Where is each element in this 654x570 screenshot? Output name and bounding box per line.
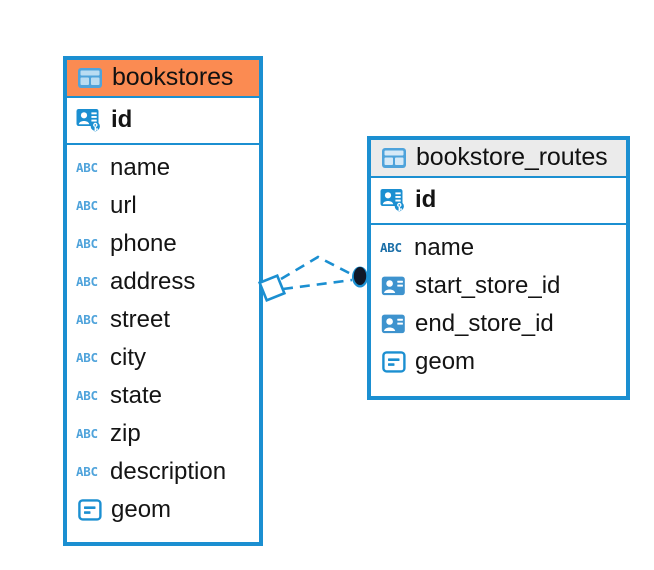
abc-text-icon: ABC <box>76 158 102 179</box>
diamond-marker[interactable] <box>257 273 287 303</box>
field-row-address[interactable]: ABC address <box>67 263 259 301</box>
primary-key-icon <box>76 107 103 134</box>
field-row-id[interactable]: id <box>67 101 259 139</box>
geometry-icon <box>380 349 407 376</box>
field-label: name <box>110 154 171 181</box>
field-row-name[interactable]: ABC name <box>371 229 626 267</box>
abc-text-icon: ABC <box>76 462 102 483</box>
field-label: description <box>110 458 227 485</box>
primary-key-icon <box>380 187 407 214</box>
field-label: end_store_id <box>415 310 554 337</box>
field-label: phone <box>110 230 177 257</box>
svg-text:ABC: ABC <box>76 313 98 327</box>
field-label: geom <box>415 348 476 375</box>
abc-text-icon: ABC <box>76 348 102 369</box>
fields-section-bookstores: ABC name ABC url ABC p <box>67 145 259 534</box>
table-icon <box>76 64 103 91</box>
table-icon <box>380 144 407 171</box>
field-row-name[interactable]: ABC name <box>67 149 259 187</box>
entity-title: bookstores <box>112 63 234 92</box>
abc-text-icon: ABC <box>380 238 406 259</box>
svg-text:ABC: ABC <box>76 351 98 365</box>
svg-text:ABC: ABC <box>76 161 98 175</box>
field-row-city[interactable]: ABC city <box>67 339 259 377</box>
field-row-state[interactable]: ABC state <box>67 377 259 415</box>
field-row-street[interactable]: ABC street <box>67 301 259 339</box>
filled-circle-marker[interactable] <box>352 266 368 288</box>
entity-header-bookstores[interactable]: bookstores <box>67 60 259 98</box>
field-label: street <box>110 306 171 333</box>
field-row-description[interactable]: ABC description <box>67 453 259 491</box>
field-row-zip[interactable]: ABC zip <box>67 415 259 453</box>
field-label: id <box>111 106 133 133</box>
field-label: id <box>415 186 437 213</box>
abc-text-icon: ABC <box>76 386 102 407</box>
foreign-key-icon <box>380 273 407 300</box>
svg-text:ABC: ABC <box>76 389 98 403</box>
svg-text:ABC: ABC <box>76 275 98 289</box>
svg-text:ABC: ABC <box>76 199 98 213</box>
foreign-key-icon <box>380 311 407 338</box>
field-row-end-store-id[interactable]: end_store_id <box>371 305 626 343</box>
geometry-icon <box>76 497 103 524</box>
field-label: url <box>110 192 137 219</box>
field-row-phone[interactable]: ABC phone <box>67 225 259 263</box>
entity-header-bookstore-routes[interactable]: bookstore_routes <box>371 140 626 178</box>
field-label: state <box>110 382 163 409</box>
abc-text-icon: ABC <box>76 196 102 217</box>
field-label: address <box>110 268 196 295</box>
field-row-geom[interactable]: geom <box>67 491 259 529</box>
field-row-start-store-id[interactable]: start_store_id <box>371 267 626 305</box>
svg-text:ABC: ABC <box>76 465 98 479</box>
field-row-id[interactable]: id <box>371 181 626 219</box>
field-label: zip <box>110 420 141 447</box>
field-label: start_store_id <box>415 272 561 299</box>
field-label: city <box>110 344 146 371</box>
abc-text-icon: ABC <box>76 310 102 331</box>
svg-text:ABC: ABC <box>380 241 402 255</box>
field-label: name <box>414 234 475 261</box>
svg-text:ABC: ABC <box>76 427 98 441</box>
relationship-line-upper <box>280 255 354 281</box>
entity-bookstores[interactable]: bookstores <box>63 56 263 546</box>
field-row-url[interactable]: ABC url <box>67 187 259 225</box>
relationship-line-lower <box>282 278 353 291</box>
entity-title: bookstore_routes <box>416 143 608 172</box>
primary-key-section: id <box>371 178 626 225</box>
abc-text-icon: ABC <box>76 272 102 293</box>
field-label: geom <box>111 496 172 523</box>
field-row-geom[interactable]: geom <box>371 343 626 381</box>
svg-text:ABC: ABC <box>76 237 98 251</box>
abc-text-icon: ABC <box>76 234 102 255</box>
fields-section-bookstore-routes: ABC name start_store_id <box>371 225 626 386</box>
abc-text-icon: ABC <box>76 424 102 445</box>
primary-key-section: id <box>67 98 259 145</box>
entity-bookstore-routes[interactable]: bookstore_routes <box>367 136 630 400</box>
